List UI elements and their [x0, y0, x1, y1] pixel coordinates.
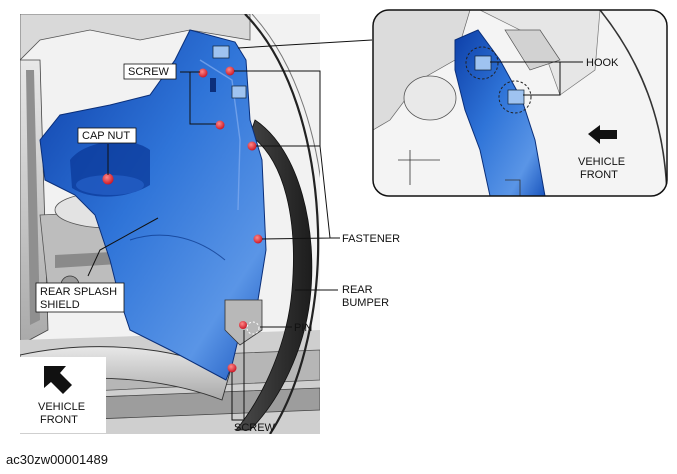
label-screw-bottom: SCREW [234, 422, 276, 434]
inset-detail: HOOK VEHICLE FRONT [372, 9, 668, 197]
fastener-point-3 [253, 234, 263, 244]
vehicle-front-inset-line1: VEHICLE [578, 156, 625, 168]
hook-brackets [210, 45, 247, 99]
screw-point-lower [227, 363, 237, 373]
label-rear-bumper-line1: REAR [342, 284, 373, 296]
screw-point-upper [198, 68, 208, 78]
arrow-left-icon [588, 125, 617, 144]
label-cap-nut: CAP NUT [77, 127, 137, 144]
label-hook-text: HOOK [586, 57, 619, 69]
fastener-point-1 [225, 66, 235, 76]
label-fastener: FASTENER [342, 233, 400, 245]
label-screw-bottom-text: SCREW [234, 422, 276, 434]
vehicle-front-inset-line2: FRONT [580, 169, 618, 181]
label-pin-text: PIN [294, 322, 312, 334]
figure-caption: ac30zw00001489 [6, 452, 108, 467]
vehicle-front-main-line2: FRONT [40, 414, 78, 426]
label-screw-top: SCREW [123, 63, 177, 80]
pin-dashed-ring [246, 321, 260, 335]
fastener-point-2 [247, 141, 257, 151]
vehicle-front-main-line1: VEHICLE [38, 401, 85, 413]
label-fastener-text: FASTENER [342, 233, 400, 245]
vehicle-front-main: VEHICLE FRONT [20, 357, 106, 433]
label-rear-splash-shield: REAR SPLASH SHIELD [35, 282, 125, 313]
label-screw-top-text: SCREW [128, 66, 170, 78]
leader-lines [87, 39, 373, 421]
label-pin: PIN [294, 322, 312, 334]
label-rear-splash-shield-line2: SHIELD [40, 299, 80, 311]
label-rear-bumper-line2: BUMPER [342, 297, 389, 309]
fastener-points [102, 66, 263, 373]
screw-point-middle [215, 120, 225, 130]
pin-point [239, 321, 247, 329]
cap-nut-point [102, 173, 114, 185]
label-rear-splash-shield-line1: REAR SPLASH [40, 286, 117, 298]
label-cap-nut-text: CAP NUT [82, 130, 130, 142]
arrow-up-left-icon [44, 366, 72, 394]
label-rear-bumper: REAR BUMPER [342, 284, 389, 309]
